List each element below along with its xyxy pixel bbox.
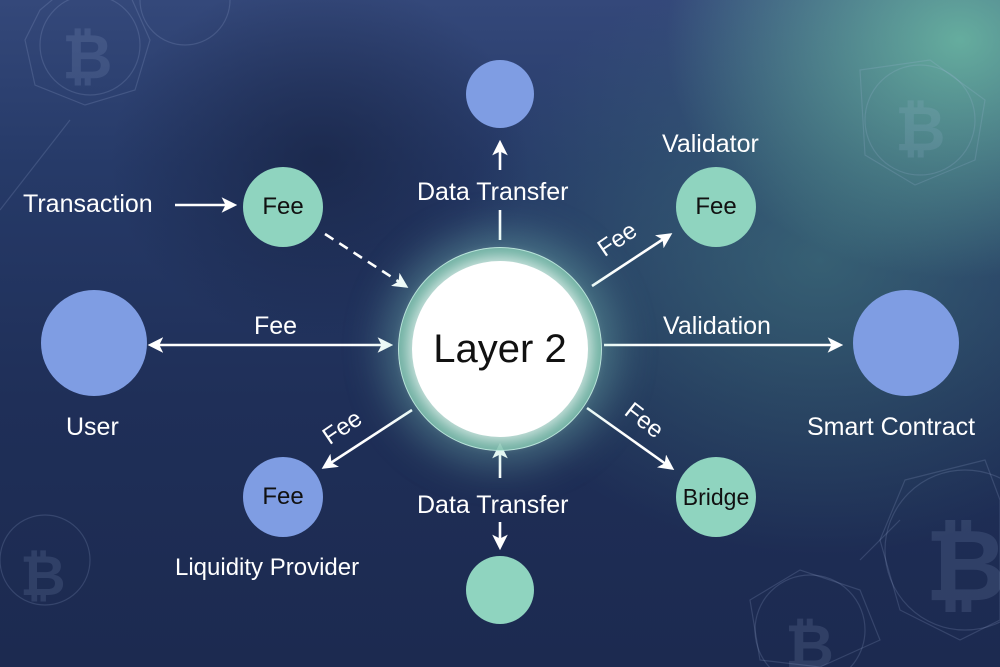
data-transfer-top-label: Data Transfer bbox=[417, 178, 569, 206]
liquidity-fee-arrow bbox=[321, 408, 413, 469]
bridge-node[interactable]: Bridge bbox=[676, 457, 756, 537]
smart-contract-caption: Smart Contract bbox=[807, 413, 976, 441]
smart-contract-node[interactable] bbox=[853, 290, 959, 396]
hub-core: Layer 2 bbox=[412, 261, 588, 437]
bottom-node[interactable] bbox=[466, 556, 534, 624]
data-transfer-bottom-label: Data Transfer bbox=[417, 491, 569, 519]
svg-text:₿: ₿ bbox=[20, 544, 66, 609]
svg-text:₿: ₿ bbox=[925, 507, 1000, 624]
svg-text:₿: ₿ bbox=[62, 20, 113, 93]
user-caption: User bbox=[66, 413, 119, 441]
validator-fee-node[interactable]: Fee bbox=[676, 167, 756, 247]
node-label: Fee bbox=[262, 483, 304, 510]
top-node[interactable] bbox=[466, 60, 534, 128]
fee-to-hub-dashed-arrow bbox=[324, 232, 409, 288]
user-node[interactable] bbox=[41, 290, 147, 396]
bridge-fee-arrow bbox=[586, 406, 675, 471]
validator-fee-arrow bbox=[591, 233, 673, 288]
svg-text:₿: ₿ bbox=[785, 612, 834, 667]
node-label: Fee bbox=[695, 193, 737, 220]
node-label: Bridge bbox=[682, 483, 750, 510]
transaction-fee-node[interactable]: Fee bbox=[243, 167, 323, 247]
liquidity-provider-fee-node[interactable]: Fee bbox=[243, 457, 323, 537]
transaction-label: Transaction bbox=[23, 190, 153, 218]
layer2-hub[interactable]: Layer 2 bbox=[398, 247, 602, 451]
validation-label: Validation bbox=[663, 312, 771, 340]
validator-caption: Validator bbox=[662, 130, 759, 158]
node-label: Fee bbox=[262, 193, 304, 220]
hub-label: Layer 2 bbox=[433, 326, 567, 371]
svg-text:₿: ₿ bbox=[895, 92, 946, 165]
liquidity-provider-caption: Liquidity Provider bbox=[175, 554, 360, 581]
user-fee-label: Fee bbox=[254, 312, 298, 340]
